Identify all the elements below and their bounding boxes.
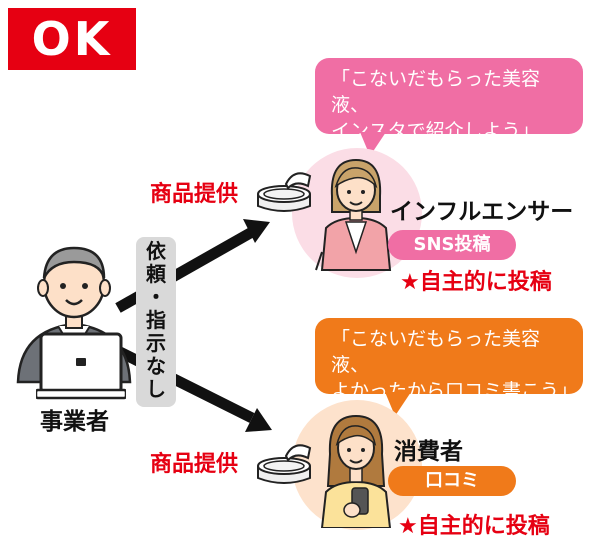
request-char: し	[146, 377, 166, 401]
consumer-voluntary-post: ★自主的に投稿	[398, 514, 550, 539]
cream-jar-icon	[257, 444, 312, 484]
ok-badge: OK	[8, 8, 136, 70]
request-char: 依	[146, 239, 166, 263]
request-char: な	[146, 354, 166, 378]
cream-jar-icon	[257, 172, 312, 212]
laptop-icon	[36, 332, 126, 400]
influencer-label: インフルエンサー	[390, 199, 574, 225]
consumer-bubble-line-1: 「こないだもらった美容液、	[331, 328, 541, 376]
request-char: ・	[146, 285, 166, 309]
review-tag: 口コミ	[388, 466, 516, 496]
request-char: 示	[146, 331, 166, 355]
product-provision-label-consumer: 商品提供	[150, 452, 239, 477]
request-char: 指	[146, 308, 166, 332]
consumer-label: 消費者	[394, 439, 463, 465]
consumer-woman-icon	[320, 414, 392, 528]
business-label: 事業者	[40, 409, 109, 435]
influencer-voluntary-post: ★自主的に投稿	[400, 270, 552, 295]
request-text: 依 頼 ・ 指 示 な し	[136, 240, 176, 401]
influencer-woman-icon	[315, 158, 392, 271]
product-provision-label-influencer: 商品提供	[150, 182, 239, 207]
influencer-bubble-line-1: 「こないだもらった美容液、	[331, 68, 541, 116]
request-bar	[136, 237, 176, 407]
sns-post-tag: SNS投稿	[388, 230, 516, 260]
request-char: 頼	[146, 262, 166, 286]
